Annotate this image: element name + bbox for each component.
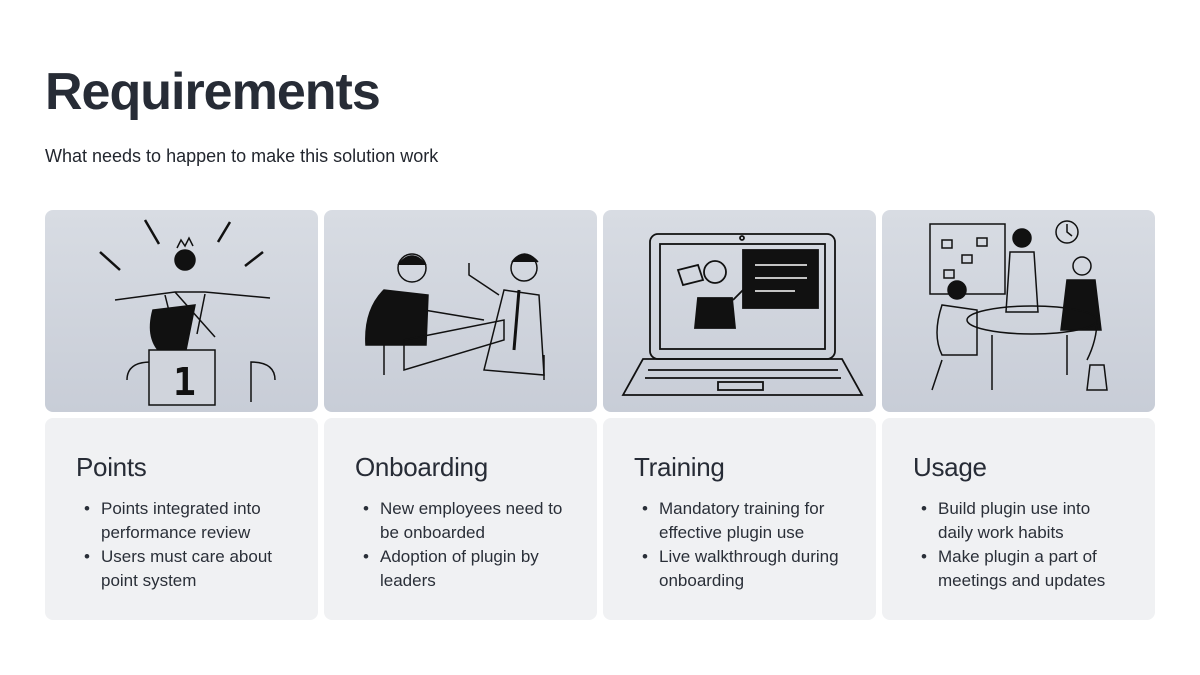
card-onboarding: Onboarding New employees need to be onbo… — [324, 418, 597, 620]
bullet-item: Mandatory training for effective plugin … — [634, 497, 846, 545]
bullet-item: Make plugin a part of meetings and updat… — [913, 545, 1125, 593]
points-illustration: 1 — [45, 210, 318, 412]
bullet-list: Points integrated into performance revie… — [76, 497, 288, 593]
usage-illustration — [882, 210, 1155, 412]
card-heading: Onboarding — [355, 452, 488, 482]
card-training: Training Mandatory training for effectiv… — [603, 418, 876, 620]
bullet-item: Live walkthrough during onboarding — [634, 545, 846, 593]
card-heading: Points — [76, 452, 147, 482]
card-heading: Training — [634, 452, 725, 482]
bullet-item: Adoption of plugin by leaders — [355, 545, 567, 593]
bullet-item: Build plugin use into daily work habits — [913, 497, 1125, 545]
training-illustration — [603, 210, 876, 412]
podium-number: 1 — [173, 360, 196, 404]
card-usage: Usage Build plugin use into daily work h… — [882, 418, 1155, 620]
onboarding-illustration — [324, 210, 597, 412]
bullet-list: Build plugin use into daily work habits … — [913, 497, 1125, 593]
card-points: Points Points integrated into performanc… — [45, 418, 318, 620]
bullet-item: Users must care about point system — [76, 545, 288, 593]
card-heading: Usage — [913, 452, 987, 482]
bullet-item: New employees need to be onboarded — [355, 497, 567, 545]
page-subtitle: What needs to happen to make this soluti… — [45, 146, 439, 166]
requirements-grid: 1 — [45, 210, 1155, 620]
bullet-list: Mandatory training for effective plugin … — [634, 497, 846, 593]
page-title: Requirements — [45, 63, 381, 121]
bullet-item: Points integrated into performance revie… — [76, 497, 288, 545]
bullet-list: New employees need to be onboarded Adopt… — [355, 497, 567, 593]
